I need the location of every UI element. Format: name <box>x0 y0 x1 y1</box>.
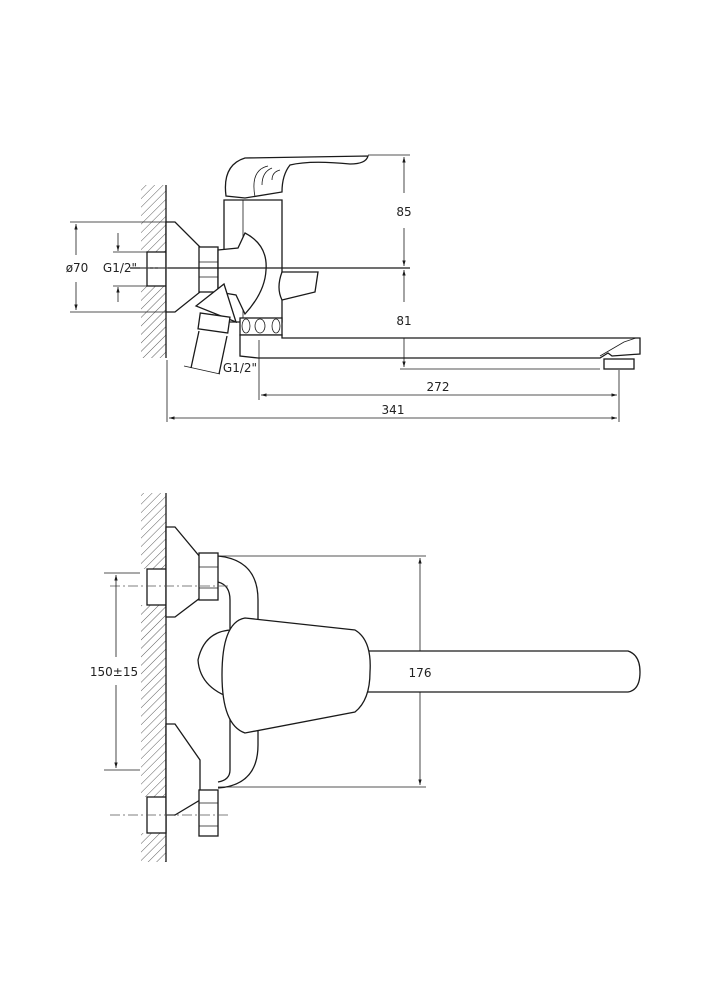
union-nut-upper <box>198 552 219 601</box>
dim-outlet-thread: G1/2" <box>223 361 257 375</box>
dim-total-reach: 341 <box>382 403 405 417</box>
side-boss <box>217 232 267 316</box>
spout <box>239 334 641 359</box>
dim-body-height: 176 <box>409 666 432 680</box>
dim-spout-reach: 272 <box>427 380 450 394</box>
dim-spout-height: 81 <box>396 314 411 328</box>
wall-hatch-bottom <box>141 493 167 862</box>
dim-flange-diameter: ø70 <box>66 261 89 275</box>
side-view: ø70 G1/2" G1/2" 85 81 272 341 <box>66 154 641 422</box>
wall-flange <box>165 221 201 313</box>
lever-handle <box>224 155 369 199</box>
inlet-pipe <box>146 251 167 287</box>
wall-flange-upper <box>165 526 201 618</box>
lever-handle-front <box>221 617 371 734</box>
wall-flange-lower <box>165 723 201 816</box>
inlet-pipe-upper <box>146 568 167 606</box>
outlet-thread <box>197 312 231 334</box>
dim-handle-height: 85 <box>396 205 411 219</box>
front-view: 150±15 176 <box>90 493 641 862</box>
diverter-lever <box>278 271 319 301</box>
union-nut <box>198 246 219 293</box>
outlet-nipple <box>194 282 238 324</box>
swivel-ring <box>239 317 283 336</box>
union-nut-lower <box>198 789 219 837</box>
aerator <box>603 358 635 370</box>
wall-hatch-top <box>141 185 167 358</box>
dim-inlet-thread: G1/2" <box>103 261 137 275</box>
dim-inlet-spacing: 150±15 <box>90 665 138 679</box>
spout-front <box>359 650 641 693</box>
